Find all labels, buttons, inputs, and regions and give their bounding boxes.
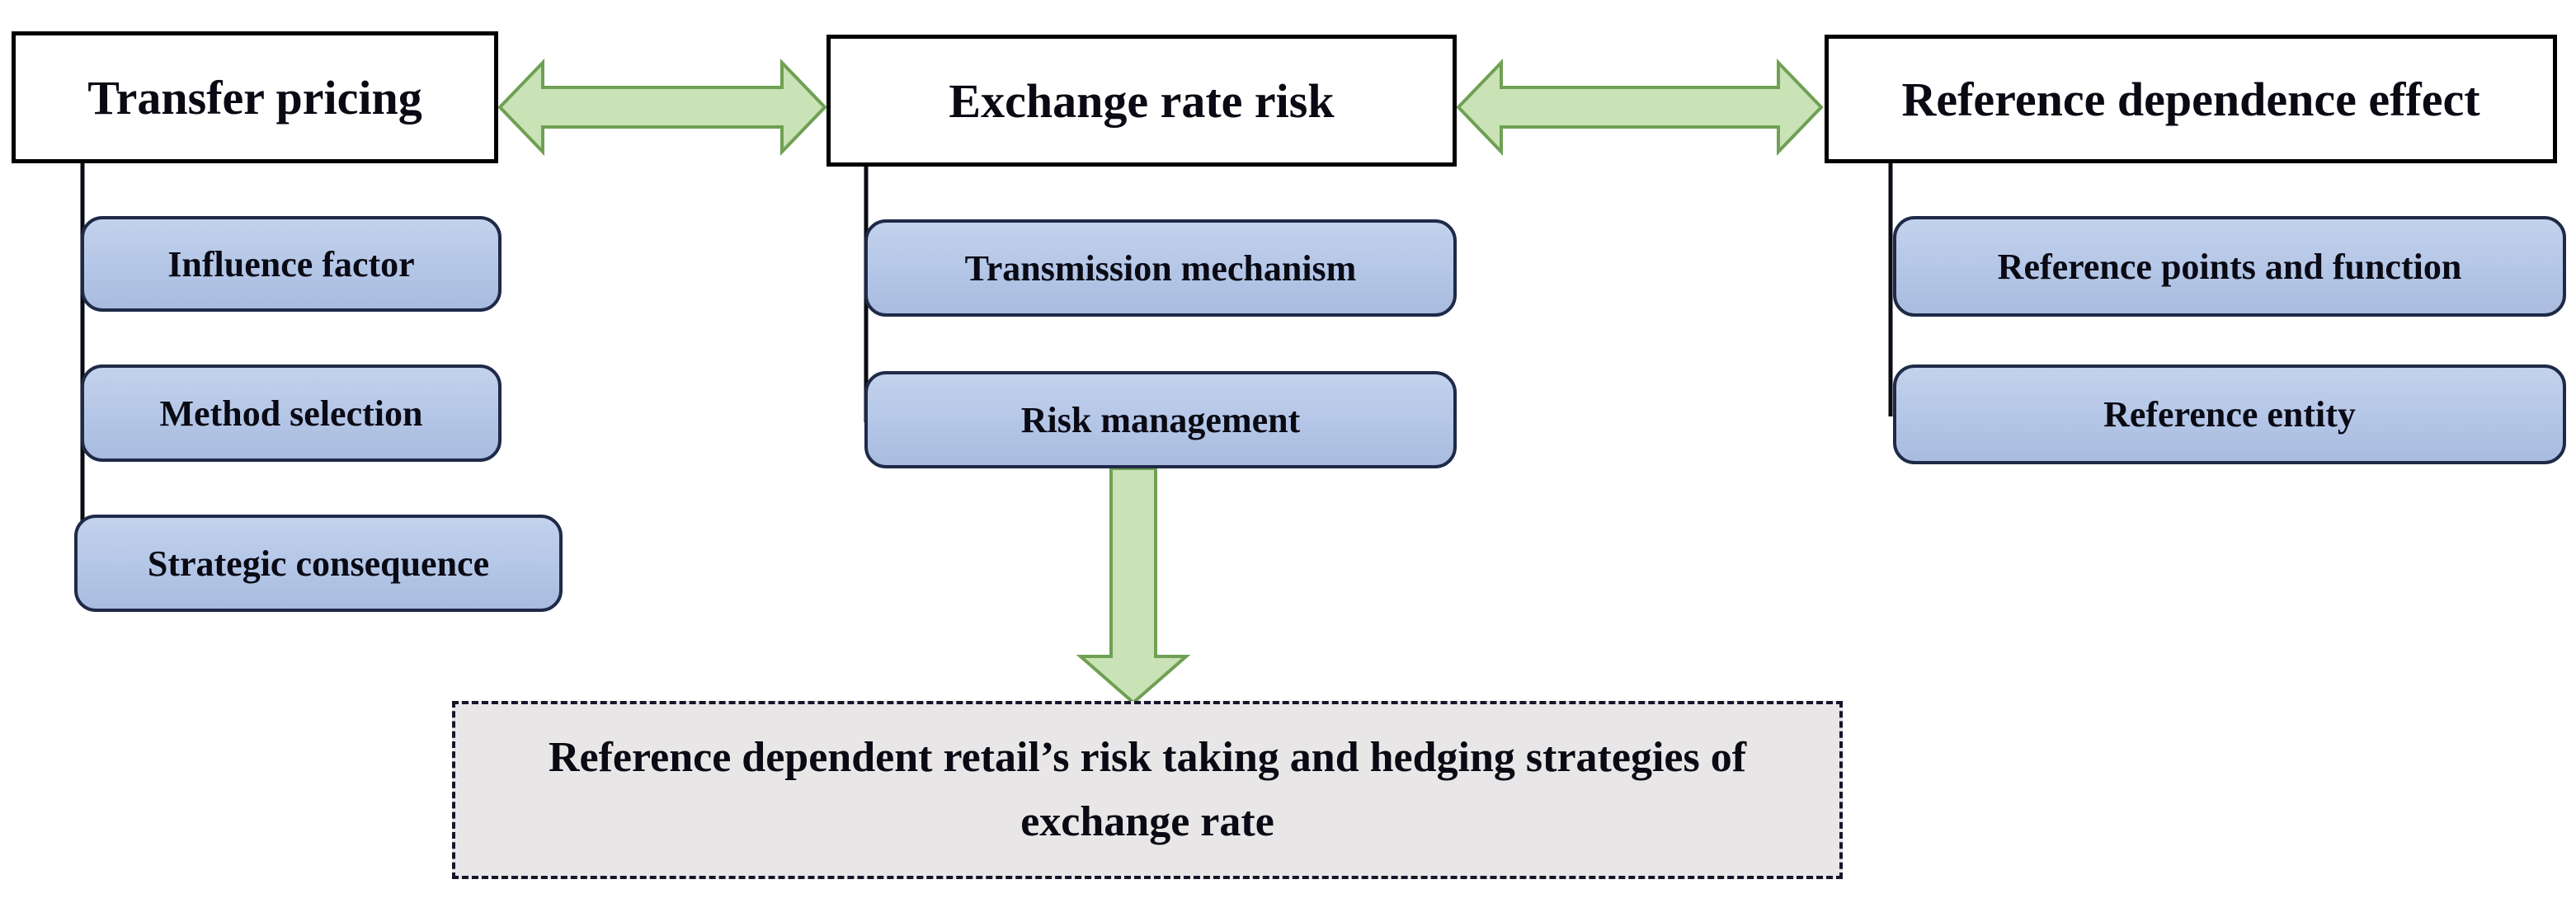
outcome-box-label: Reference dependent retail’s risk taking… [548,734,1747,845]
subnode-reference-points-and-function: Reference points and function [1893,216,2566,317]
subnode-influence-factor: Influence factor [81,216,502,312]
down-arrow-icon [1076,467,1191,705]
subnode-strategic-consequence: Strategic consequence [74,515,563,612]
subnode-transmission-mechanism-label: Transmission mechanism [964,247,1357,289]
node-exchange-rate-risk: Exchange rate risk [826,35,1457,167]
subnode-method-selection-label: Method selection [159,393,423,434]
outcome-box: Reference dependent retail’s risk taking… [452,701,1843,879]
subnode-reference-entity: Reference entity [1893,364,2566,464]
subnode-reference-points-and-function-label: Reference points and function [1997,246,2462,287]
subnode-strategic-consequence-label: Strategic consequence [147,543,490,584]
node-exchange-rate-risk-label: Exchange rate risk [949,73,1335,128]
subnode-risk-management: Risk management [864,371,1457,468]
subnode-reference-entity-label: Reference entity [2103,394,2356,435]
double-arrow-icon-left-middle [497,59,827,156]
node-reference-dependence-effect: Reference dependence effect [1825,35,2557,163]
node-transfer-pricing: Transfer pricing [12,31,498,163]
subnode-method-selection: Method selection [81,364,502,462]
subnode-transmission-mechanism: Transmission mechanism [864,219,1457,317]
double-arrow-icon-middle-right [1456,59,1824,156]
subnode-risk-management-label: Risk management [1020,399,1301,440]
node-reference-dependence-effect-label: Reference dependence effect [1901,72,2480,126]
subnode-influence-factor-label: Influence factor [167,243,415,285]
node-transfer-pricing-label: Transfer pricing [87,70,422,125]
